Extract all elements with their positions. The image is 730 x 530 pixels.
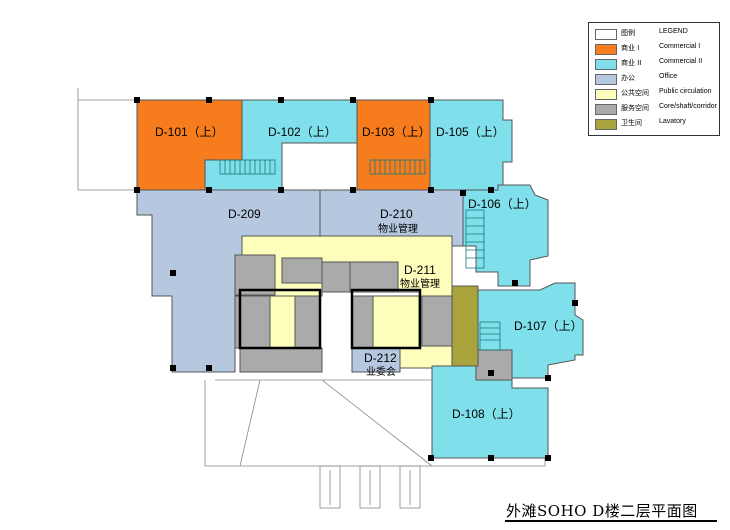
unit-d101-label: D-101（上） xyxy=(155,125,224,139)
legend-en: LEGEND xyxy=(659,28,688,35)
legend-row-header: 图例 LEGEND xyxy=(595,28,717,40)
legend-en: Public circulation xyxy=(659,88,712,95)
title-underline xyxy=(505,520,717,522)
legend-row-lavatory: 卫生间 Lavatory xyxy=(595,118,717,130)
legend-zh: 卫生间 xyxy=(621,119,642,127)
legend-zh: 商业 II xyxy=(621,59,642,67)
legend-row-public-circulation: 公共空间 Public circulation xyxy=(595,88,717,100)
unit-d211-sublabel: 物业管理 xyxy=(400,277,440,290)
site-outline xyxy=(77,88,546,509)
legend-swatch-commercial-2 xyxy=(595,59,617,70)
legend-zh: 公共空间 xyxy=(621,89,649,97)
columns xyxy=(134,97,578,461)
legend-en: Commercial I xyxy=(659,43,701,50)
legend: 图例 LEGEND 商业 I Commercial I 商业 II Commer… xyxy=(588,22,720,136)
unit-d210-label: D-210 xyxy=(380,207,413,221)
unit-d107-area xyxy=(477,282,584,379)
legend-en: Lavatory xyxy=(659,118,686,125)
unit-d212-sublabel: 业委会 xyxy=(366,365,396,378)
legend-swatch-office xyxy=(595,74,617,85)
legend-en: Office xyxy=(659,73,678,80)
legend-swatch-core xyxy=(595,104,617,115)
unit-d105-area xyxy=(429,99,513,191)
legend-swatch-none xyxy=(595,29,617,40)
unit-d107-label: D-107（上） xyxy=(514,319,583,333)
legend-row-core: 服务空间 Core/shaft/corridor xyxy=(595,103,717,115)
unit-d102-label: D-102（上） xyxy=(268,125,337,139)
drawing-title: 外滩SOHO D楼二层平面图 xyxy=(506,502,698,520)
unit-d103-label: D-103（上） xyxy=(362,125,431,139)
stairs xyxy=(219,159,501,351)
unit-d209-label: D-209 xyxy=(228,207,261,221)
unit-d106-label: D-106（上） xyxy=(468,197,537,211)
unit-d108-label: D-108（上） xyxy=(452,407,521,421)
legend-row-commercial-2: 商业 II Commercial II xyxy=(595,58,717,70)
unit-d105-label: D-105（上） xyxy=(436,125,505,139)
legend-zh: 图例 xyxy=(621,29,635,37)
lavatory-zone xyxy=(451,285,479,367)
unit-d212-area xyxy=(351,347,401,373)
legend-swatch-public-circulation xyxy=(595,89,617,100)
core-walls xyxy=(238,288,422,350)
legend-row-office: 办公 Office xyxy=(595,73,717,85)
legend-swatch-commercial-1 xyxy=(595,44,617,55)
legend-en: Core/shaft/corridor xyxy=(659,103,717,110)
legend-swatch-lavatory xyxy=(595,119,617,130)
legend-en: Commercial II xyxy=(659,58,703,65)
legend-zh: 商业 I xyxy=(621,44,640,52)
unit-d211-label: D-211 xyxy=(404,263,436,277)
legend-zh: 服务空间 xyxy=(621,104,649,112)
legend-row-commercial-1: 商业 I Commercial I xyxy=(595,43,717,55)
unit-d108-area xyxy=(431,365,549,459)
unit-d212-label: D-212 xyxy=(364,351,397,365)
legend-zh: 办公 xyxy=(621,74,635,82)
unit-labels: D-101（上） D-102（上） D-103（上） D-105（上） D-10… xyxy=(155,125,583,421)
unit-d210-sublabel: 物业管理 xyxy=(378,222,418,235)
commercial-1-zone xyxy=(136,99,431,191)
